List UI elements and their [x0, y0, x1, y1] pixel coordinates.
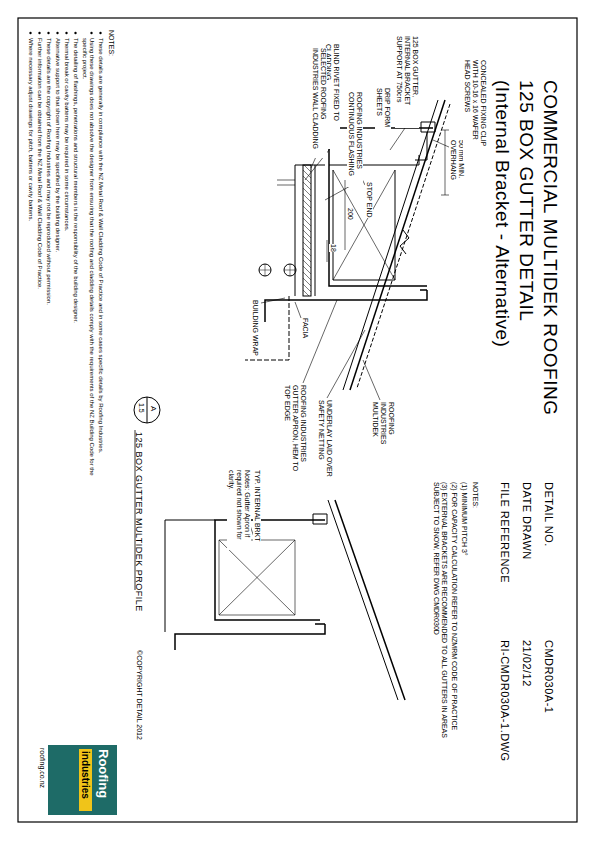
part-label: UNDERLAY LAID OVER SAFETY NETTING — [317, 400, 333, 480]
copyright: ©COPYRIGHT DETAIL 2012 — [135, 650, 143, 740]
general-note: The detailing of flashings, penetrations… — [72, 38, 79, 478]
drawing-subtitle: (Internal Bracket - Alternative) — [491, 80, 513, 347]
general-note: Further information can be obtained from… — [36, 38, 43, 478]
field-name: FILE REFERENCE — [499, 482, 511, 583]
part-label: TYP. INTERNAL BRKT — [253, 470, 261, 542]
view-title: 125 BOX GUTTER MULTIDEK PROFILE — [134, 432, 144, 612]
sheet-ref: 1.5 — [137, 403, 145, 413]
part-label: STOP END — [365, 182, 373, 218]
company-logo: Roofingindustries roofing.co.nz — [37, 745, 117, 815]
part-label: ROOFING INDUSTRIES CONTINUOUS FLASHING — [347, 92, 363, 187]
field-name: DATE DRAWN — [521, 482, 533, 560]
brand-name: industries — [79, 749, 92, 811]
part-label: CONCEALED FIXING CLIP WITH 10-16 x 16 WA… — [463, 60, 487, 160]
web-address: roofing.co.nz — [37, 745, 48, 815]
section-letter: A — [149, 406, 158, 411]
general-note: Alternative support to that shown here m… — [54, 38, 61, 478]
general-note: Where necessary adjust drawings for pitc… — [27, 38, 34, 478]
part-label: SELECTED ROOFING INDUSTRIES WALL CLADDIN… — [311, 48, 327, 158]
general-note: These details are the copyright of Roofi… — [45, 38, 52, 478]
general-note: These details are generally in complianc… — [97, 38, 104, 478]
field-name: DETAIL NO. — [543, 482, 555, 547]
note: (1) MINIMUM PITCH 3° — [460, 482, 468, 742]
note: (2) FOR CAPACITY CALCULATION REFER TO NZ… — [450, 482, 458, 742]
drawing-subtitle: 125 BOX GUTTER DETAIL — [515, 80, 537, 321]
field-value: 21/02/12 — [521, 640, 533, 687]
general-note: Using these drawings does not absolve th… — [81, 38, 95, 478]
part-label: BUILDING WRAP — [251, 300, 259, 356]
notes-heading: NOTES: — [107, 30, 115, 56]
part-label: 125 BOX GUTTER, INTERNAL BRACKET SUPPORT… — [395, 36, 419, 128]
field-value: CMDR030A-1 — [543, 640, 555, 713]
drawing-title: COMMERCIAL MULTIDEK ROOFING — [539, 80, 561, 415]
part-label: DRIP FORM SHEETS — [375, 88, 391, 136]
dimension: 18 — [329, 244, 337, 252]
part-label: ROOFING INDUSTRIES MULTIDEK — [371, 402, 395, 477]
note: (3) EXTERNAL BRACKETS ARE RECOMMENDED TO… — [432, 482, 448, 752]
brand-name: Roofing — [94, 745, 117, 815]
part-label: FACIA — [301, 318, 309, 338]
part-label: ROOFING INDUSTRIES GUTTER APRON, HEM TO … — [283, 385, 307, 480]
dimension: 200 — [346, 208, 354, 220]
general-note: Thermal break or cavity battens may be r… — [63, 38, 70, 478]
note: Notes: Gutter Apron if required not show… — [227, 470, 251, 550]
notes-heading: NOTES: — [471, 482, 479, 508]
field-value: RI-CMDR030A-1.DWG — [499, 640, 511, 762]
